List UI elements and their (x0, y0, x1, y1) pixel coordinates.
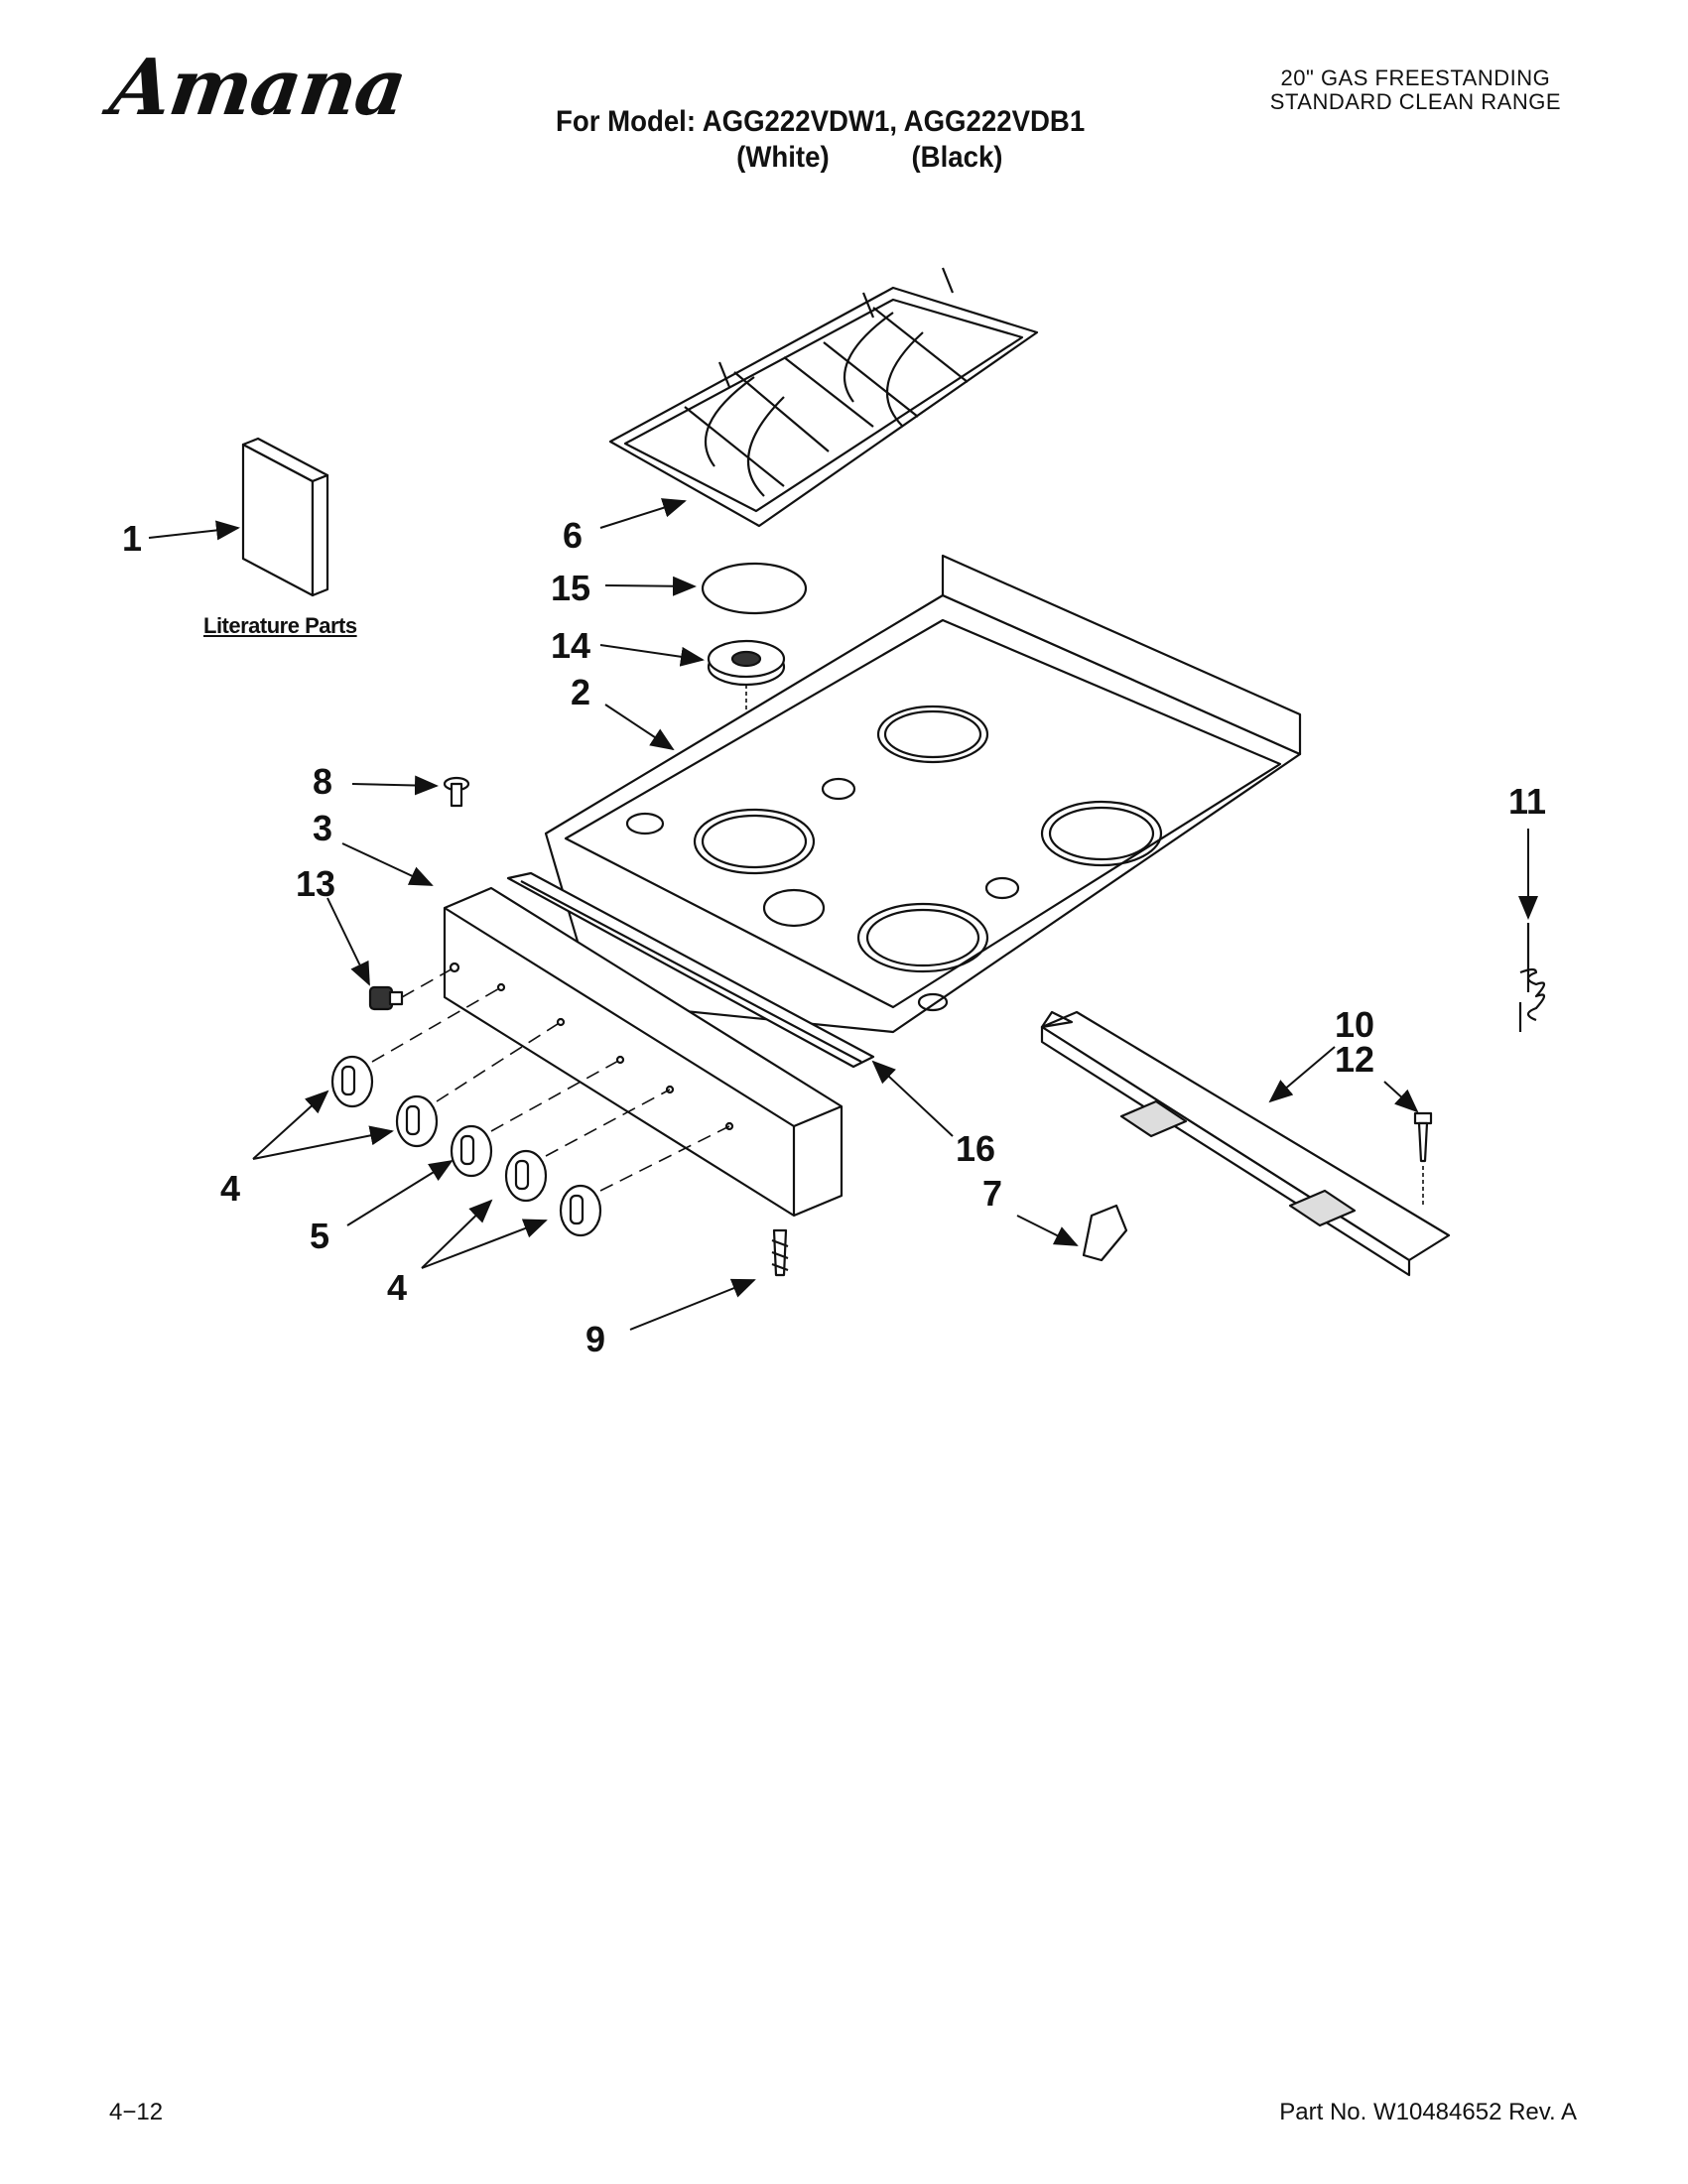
callout-2: 2 (571, 672, 591, 712)
model-line: For Model: AGG222VDW1, AGG222VDB1 (556, 105, 1086, 138)
callout-8: 8 (313, 761, 333, 802)
trim-strip-part (506, 871, 875, 1069)
burner-cap-part (701, 562, 808, 615)
callout-6: 6 (563, 515, 584, 556)
screw-part-12 (1413, 1111, 1433, 1163)
callout-4-bottom: 4 (387, 1267, 408, 1308)
leader-arrows (148, 498, 1538, 1331)
literature-parts-label: Literature Parts (203, 613, 357, 638)
callout-9: 9 (585, 1319, 606, 1359)
literature-booklet-part (241, 437, 329, 597)
callout-16: 16 (956, 1128, 996, 1169)
callout-7: 7 (982, 1173, 1003, 1214)
callout-12: 12 (1335, 1039, 1375, 1080)
variant-white: (White) (736, 141, 830, 174)
screw-part-8 (443, 776, 470, 808)
callout-13: 13 (296, 863, 336, 904)
control-panel-part (443, 886, 844, 1218)
title-line-1: 20" GAS FREESTANDING (1280, 65, 1551, 90)
callout-11: 11 (1508, 781, 1547, 822)
callout-4-left: 4 (220, 1168, 241, 1209)
part-number: Part No. W10484652 Rev. A (1279, 2099, 1577, 2125)
callout-1: 1 (122, 518, 143, 559)
callout-14: 14 (551, 625, 591, 666)
model-heading: For Model: AGG222VDW1, AGG222VDB1 (White… (556, 104, 1104, 176)
callout-15: 15 (551, 568, 591, 608)
ignitor-switch-part (368, 985, 404, 1011)
clip-part (1082, 1204, 1128, 1262)
screw-part-9 (771, 1228, 789, 1277)
control-knobs-part (330, 1055, 602, 1237)
variant-black: (Black) (911, 141, 1003, 174)
title-line-2: STANDARD CLEAN RANGE (1269, 89, 1561, 115)
spring-part (1518, 923, 1546, 1032)
callout-10: 10 (1335, 1004, 1375, 1045)
burner-head-part (707, 639, 786, 687)
burner-grate-part (608, 267, 1039, 528)
callout-3: 3 (313, 808, 333, 848)
support-bracket-part (1040, 1010, 1451, 1277)
cooktop-main-top-part (544, 554, 1302, 1034)
callout-5: 5 (310, 1216, 330, 1256)
page-number: 4−12 (109, 2099, 164, 2125)
product-title: 20" GAS FREESTANDING STANDARD CLEAN RANG… (1269, 65, 1561, 115)
